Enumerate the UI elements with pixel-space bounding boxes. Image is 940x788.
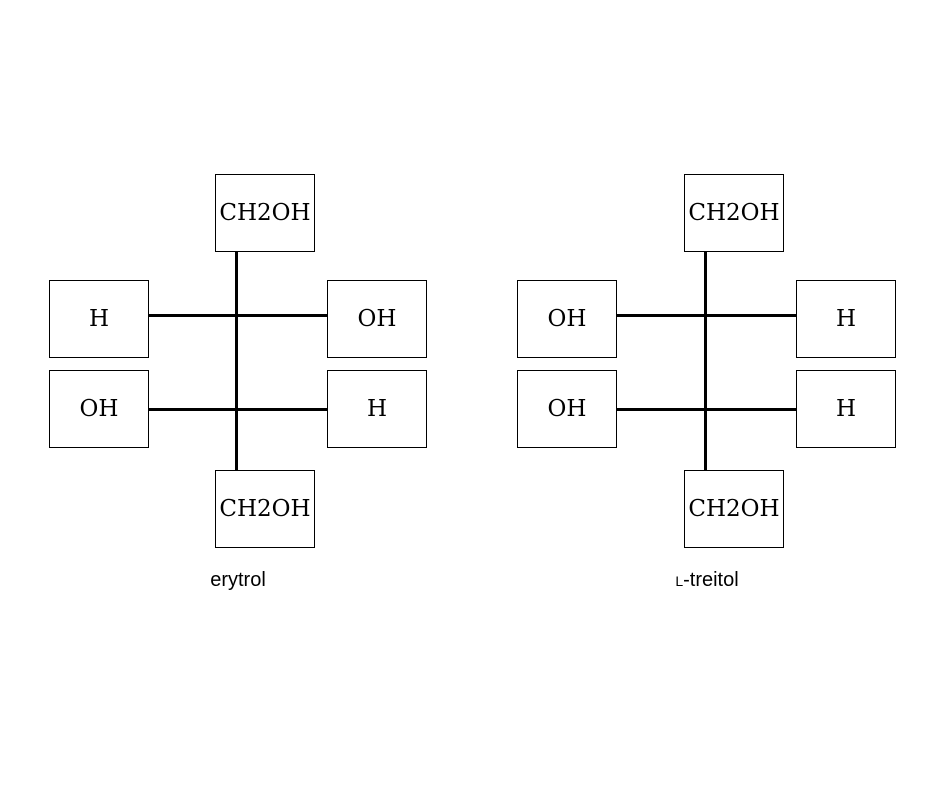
row-1-bond <box>617 314 797 317</box>
top-group-box: CH2OH <box>215 174 315 252</box>
caption-config-prefix: L <box>675 573 684 589</box>
row-1-left-group: H <box>49 280 149 358</box>
row-1-right-group: OH <box>327 280 427 358</box>
row-2-right-group: H <box>327 370 427 448</box>
row-2-left-group: OH <box>49 370 149 448</box>
backbone-bond <box>235 251 238 470</box>
row-2-right-group: H <box>796 370 896 448</box>
row-2-bond <box>617 408 797 411</box>
row-2-bond <box>148 408 328 411</box>
bottom-group-box: CH2OH <box>684 470 784 548</box>
bottom-group-box: CH2OH <box>215 470 315 548</box>
top-group-box: CH2OH <box>684 174 784 252</box>
row-1-left-group: OH <box>517 280 617 358</box>
backbone-bond <box>704 251 707 470</box>
molecule-caption: L-treitol <box>607 569 807 592</box>
molecule-caption: erytrol <box>210 569 266 591</box>
row-1-bond <box>148 314 328 317</box>
row-2-left-group: OH <box>517 370 617 448</box>
caption-name-suffix: -treitol <box>683 569 739 591</box>
row-1-right-group: H <box>796 280 896 358</box>
